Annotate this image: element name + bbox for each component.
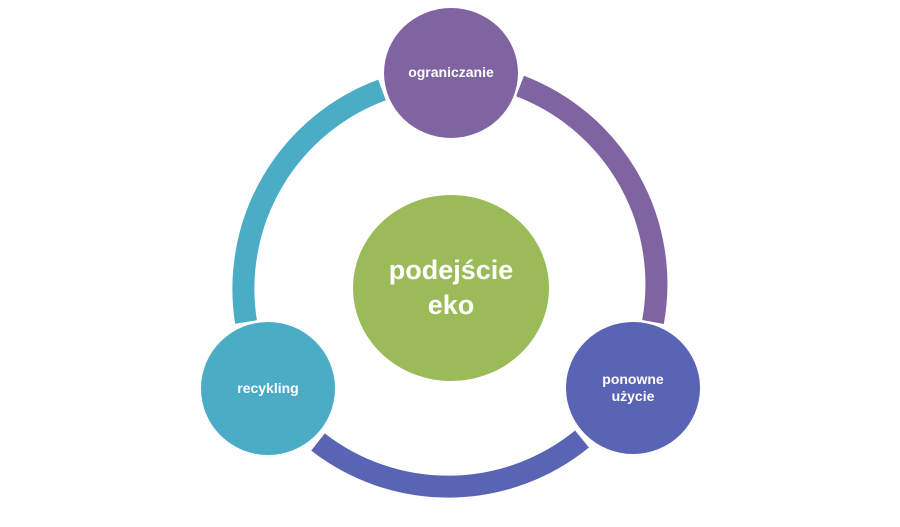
node-recykling-label: recykling [237, 379, 299, 396]
arc-ograniczanie-to-ponowne-uzycie [516, 75, 668, 324]
node-ponowne-uzycie-label: ponowne użycie [602, 370, 664, 405]
center-node-label: podejście eko [388, 254, 514, 320]
node-ponowne-uzycie: ponowne użycie [566, 322, 700, 454]
node-recykling: recykling [201, 322, 335, 455]
center-node-podejscie-eko: podejście eko [353, 195, 549, 381]
arc-ponowne-uzycie-to-recykling [311, 430, 589, 498]
arc-recykling-to-ograniczanie [232, 79, 386, 324]
node-ograniczanie: ograniczanie [384, 8, 518, 138]
node-ograniczanie-label: ograniczanie [408, 64, 494, 81]
